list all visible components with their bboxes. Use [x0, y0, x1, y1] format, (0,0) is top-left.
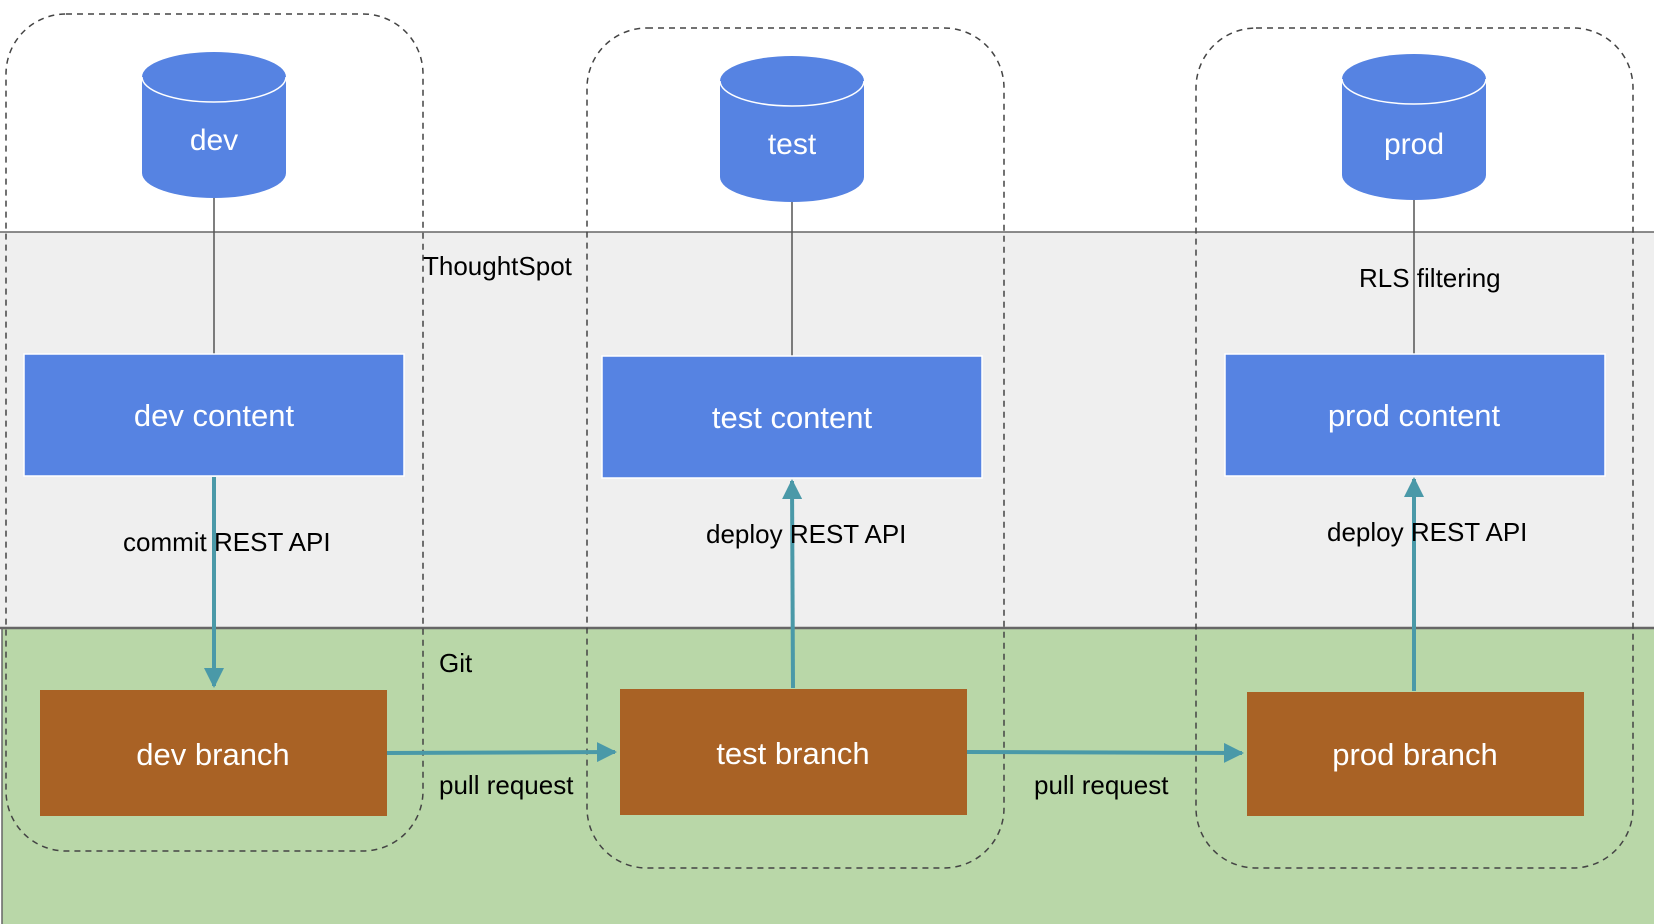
- pull-request-arrow-test-to-prod: [966, 742, 1244, 763]
- database-test-label: test: [768, 128, 817, 161]
- content-box-dev[interactable]: dev content: [23, 353, 405, 477]
- database-dev-label: dev: [190, 124, 238, 157]
- branch-box-dev-label: dev branch: [136, 737, 289, 772]
- pull-request-arrow-dev-to-test: [386, 742, 617, 763]
- thoughtspot-band-label: ThoughtSpot: [423, 251, 573, 281]
- rls-filtering-label: RLS filtering: [1359, 263, 1501, 293]
- database-prod-label: prod: [1384, 128, 1444, 161]
- branch-box-prod[interactable]: prod branch: [1247, 692, 1584, 816]
- content-box-dev-label: dev content: [134, 398, 295, 433]
- branch-box-dev[interactable]: dev branch: [40, 690, 387, 816]
- content-box-test-label: test content: [712, 400, 873, 435]
- content-box-prod[interactable]: prod content: [1224, 353, 1606, 477]
- commit-api-label: commit REST API: [123, 527, 331, 557]
- branch-box-test-label: test branch: [716, 736, 869, 771]
- git-band-label: Git: [439, 648, 473, 678]
- content-box-prod-label: prod content: [1328, 398, 1501, 433]
- database-prod[interactable]: prod: [1341, 54, 1487, 200]
- branch-box-test[interactable]: test branch: [620, 689, 967, 815]
- database-test[interactable]: test: [719, 56, 865, 202]
- branch-box-prod-label: prod branch: [1332, 737, 1497, 772]
- content-box-test[interactable]: test content: [601, 355, 983, 479]
- env-outline-test: [586, 27, 1005, 869]
- env-outline-dev: [5, 13, 424, 852]
- deploy-api-label-test: deploy REST API: [706, 519, 906, 549]
- deploy-api-label-prod: deploy REST API: [1327, 517, 1527, 547]
- env-outline-prod: [1195, 27, 1634, 869]
- database-dev[interactable]: dev: [141, 52, 287, 198]
- pull-request-label-test-to-prod: pull request: [1034, 770, 1169, 800]
- deploy-arrow-test: [782, 479, 803, 689]
- pull-request-label-dev-to-test: pull request: [439, 770, 574, 800]
